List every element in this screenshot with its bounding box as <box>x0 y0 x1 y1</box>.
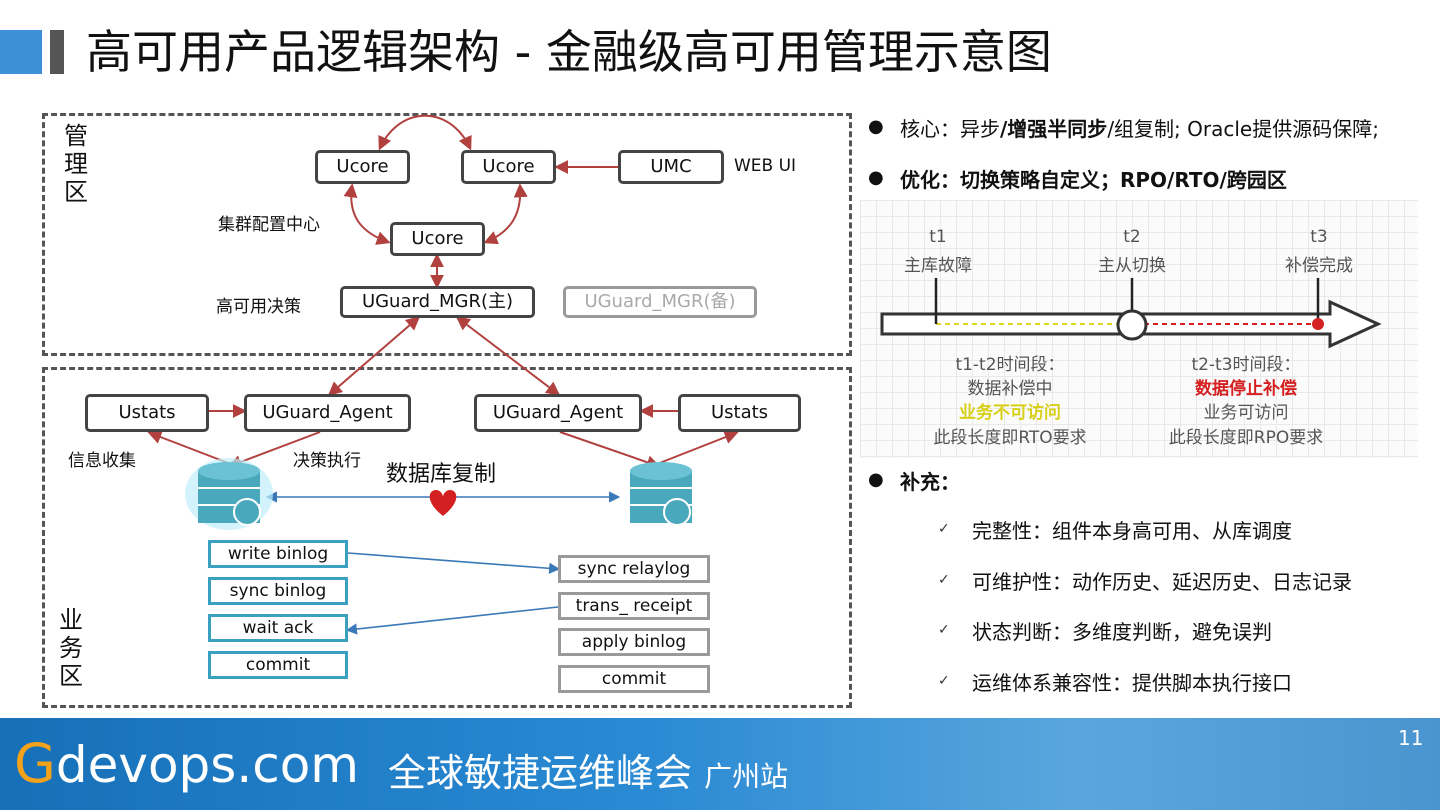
database-icon-slave <box>630 462 692 526</box>
binlog-sync-arrow <box>347 552 561 574</box>
seg1-line3: 业务不可访问 <box>959 403 1061 423</box>
slogan-sub: 广州站 <box>704 760 789 793</box>
supplement-item: 状态判断：多维度判断，避免误判 <box>972 620 1272 644</box>
ucore-bottom-box: Ucore <box>390 222 485 256</box>
heart-icon <box>429 490 457 516</box>
seg2-line2: 数据停止补偿 <box>1195 379 1297 399</box>
business-zone <box>42 367 852 708</box>
info-collect-label: 信息收集 <box>68 451 136 471</box>
uguard-mgr-primary-box: UGuard_MGR(主) <box>340 286 535 318</box>
ustats-left-box: Ustats <box>85 394 209 432</box>
agent-db-right-arrow <box>559 431 661 469</box>
seg2-line3: 业务可访问 <box>1203 403 1289 423</box>
supplement-item: 可维护性：动作历史、延迟历史、日志记录 <box>972 570 1352 594</box>
logo-text: devops.com <box>55 736 360 794</box>
mgr-agent-left-arrow <box>327 316 421 396</box>
t2-desc: 主从切换 <box>1098 256 1166 276</box>
trans-receipt-step: trans_ receipt <box>558 592 710 620</box>
title-accent-bar-gray <box>50 30 64 74</box>
web-ui-label: WEB UI <box>734 156 797 176</box>
footer-banner <box>0 718 1440 810</box>
t3-desc: 补偿完成 <box>1285 256 1353 276</box>
decision-exec-arrow <box>227 431 321 469</box>
check-icon: ✓ <box>938 622 950 638</box>
sync-binlog-step: sync binlog <box>208 577 348 605</box>
diagram-connectors <box>147 114 739 635</box>
slogan-main: 全球敏捷运维峰会 <box>388 751 693 795</box>
bullet-core-rest: /组复制; Oracle提供源码保障; <box>1107 117 1379 141</box>
umc-box: UMC <box>618 150 724 184</box>
commit-master-step: commit <box>208 651 348 679</box>
bullet-optimization: 优化：切换策略自定义；RPO/RTO/跨园区 <box>900 168 1287 192</box>
mgr-agent-right-arrow <box>455 316 561 396</box>
footer-slogan: 全球敏捷运维峰会 广州站 <box>388 742 788 797</box>
uguard-agent-left-box: UGuard_Agent <box>244 394 411 432</box>
management-zone-label: 管 理 区 <box>64 122 88 206</box>
receipt-ack-arrow <box>345 606 559 635</box>
decision-exec-label: 决策执行 <box>293 451 361 471</box>
management-zone <box>42 113 852 356</box>
uguard-agent-right-box: UGuard_Agent <box>474 394 642 432</box>
bullet-dot: ● <box>868 167 884 188</box>
write-binlog-step: write binlog <box>208 540 348 568</box>
seg1-title: t1-t2时间段： <box>955 355 1065 375</box>
bullet-dot: ● <box>868 469 884 490</box>
ustats-db-right-arrow <box>651 430 739 467</box>
logo-g: G <box>14 732 56 795</box>
ucore-left-box: Ucore <box>315 150 410 184</box>
cluster-config-label: 集群配置中心 <box>218 215 320 235</box>
wait-ack-step: wait ack <box>208 614 348 642</box>
bullet-core: 核心：异步/增强半同步/组复制; Oracle提供源码保障; <box>900 113 1379 142</box>
seg1-line4: 此段长度即RTO要求 <box>933 428 1087 448</box>
seg2-line4: 此段长度即RPO要求 <box>1168 428 1324 448</box>
bullet-supplement: 补充： <box>900 470 960 494</box>
bullet-core-prefix: 核心： <box>900 117 960 141</box>
uguard-mgr-backup-box: UGuard_MGR(备) <box>563 286 757 318</box>
sync-relaylog-step: sync relaylog <box>558 555 710 583</box>
check-icon: ✓ <box>938 521 950 537</box>
apply-binlog-step: apply binlog <box>558 628 710 656</box>
commit-slave-step: commit <box>558 665 710 693</box>
title-accent-bar <box>0 30 42 74</box>
supplement-item: 完整性：组件本身高可用、从库调度 <box>972 519 1292 543</box>
bullet-core-async: 异步 <box>960 117 1000 141</box>
ucore-right-box: Ucore <box>461 150 556 184</box>
ustats-right-box: Ustats <box>678 394 801 432</box>
ucore-peer-arrow <box>378 114 472 151</box>
ucore-right-bottom-arrow <box>483 183 528 245</box>
ucore-left-bottom-arrow <box>343 183 391 245</box>
check-icon: ✓ <box>938 673 950 689</box>
timeline-arrow <box>880 278 1382 349</box>
seg1-line2: 数据补偿中 <box>967 379 1053 399</box>
bullet-core-semisync: /增强半同步 <box>1000 117 1108 141</box>
database-icon-master <box>185 458 273 530</box>
supplement-item: 运维体系兼容性：提供脚本执行接口 <box>972 671 1292 695</box>
business-zone-label: 业 务 区 <box>59 606 83 690</box>
seg2-title: t2-t3时间段： <box>1191 355 1301 375</box>
t1-desc: 主库故障 <box>904 256 972 276</box>
t1-label: t1 <box>929 227 947 247</box>
gdevops-logo: Gdevops.com <box>14 726 359 803</box>
t2-label: t2 <box>1123 227 1141 247</box>
bullet-dot: ● <box>868 116 884 137</box>
ha-decision-label: 高可用决策 <box>216 297 301 317</box>
check-icon: ✓ <box>938 572 950 588</box>
page-number: 11 <box>1398 726 1424 750</box>
t3-label: t3 <box>1310 227 1328 247</box>
db-replication-label: 数据库复制 <box>386 462 497 487</box>
page-title: 高可用产品逻辑架构 - 金融级高可用管理示意图 <box>86 25 1052 79</box>
